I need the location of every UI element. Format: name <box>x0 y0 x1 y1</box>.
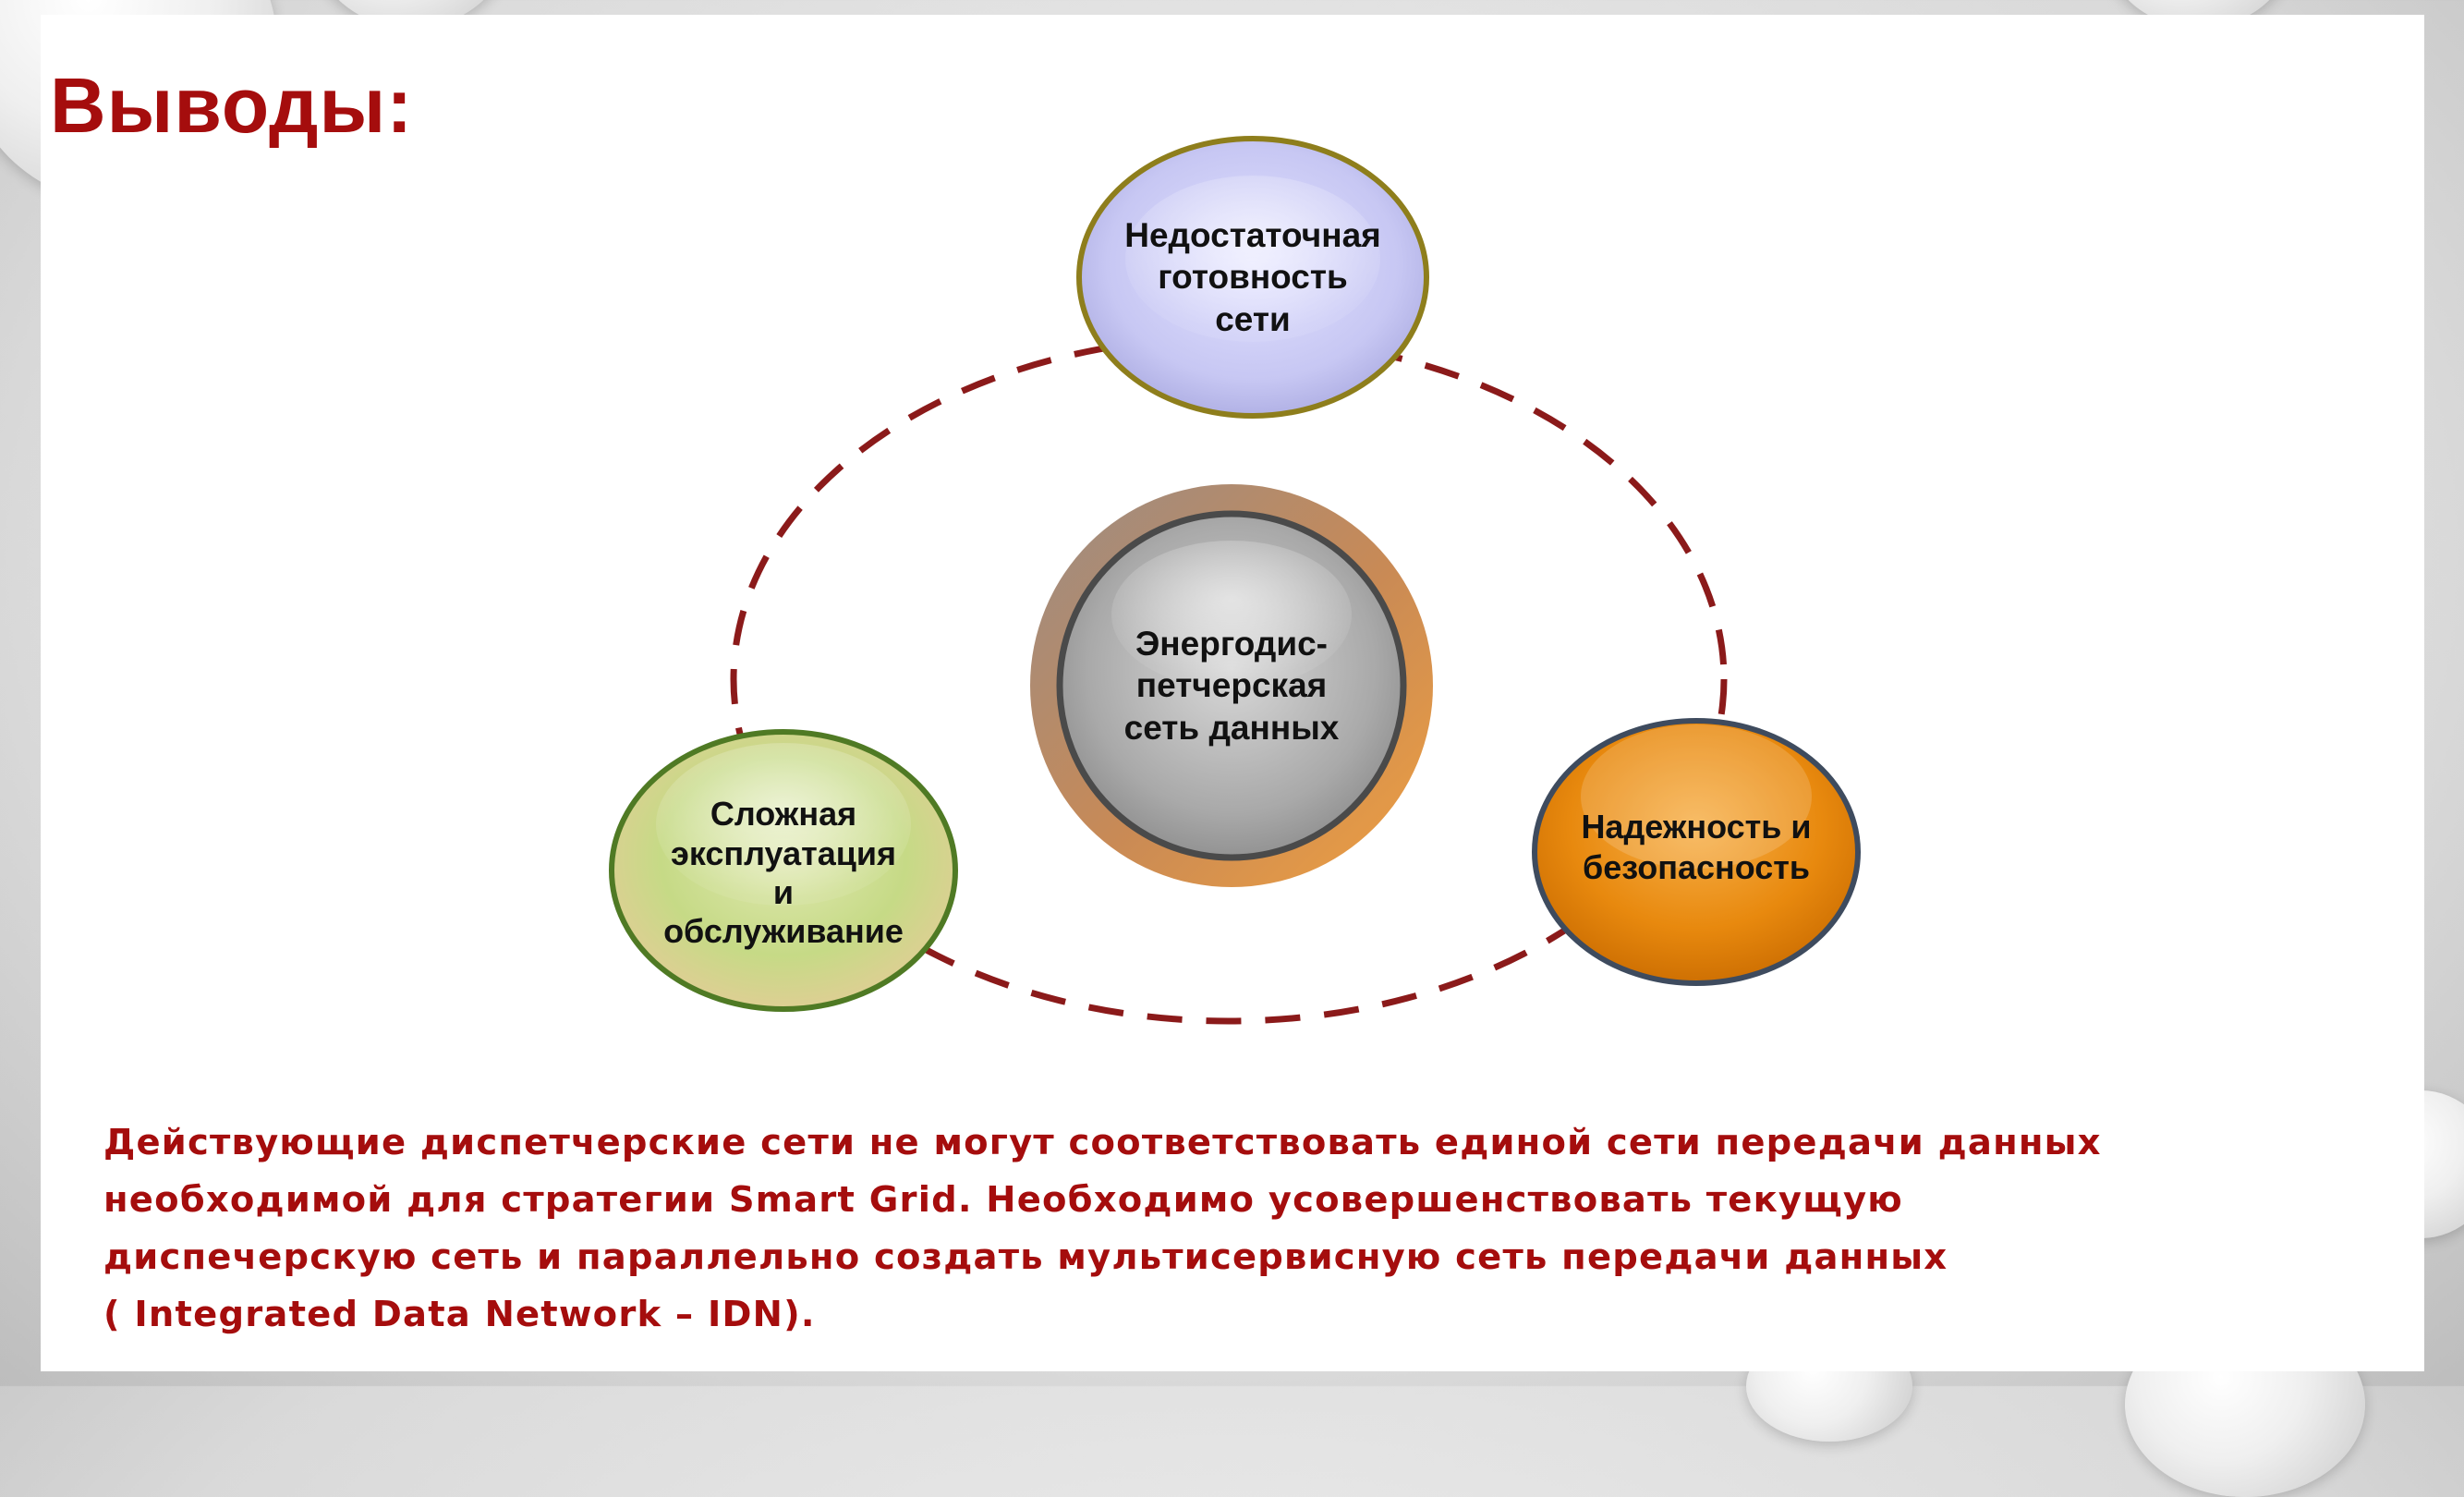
top-node-label: Недостаточная готовность сети <box>1124 216 1381 338</box>
left-node <box>609 729 958 1012</box>
conclusion-line: ( Integrated Data Network – IDN). <box>103 1294 816 1335</box>
dashed-cycle-ring <box>730 334 1728 1025</box>
conclusion-line: диспечерскую сеть и параллельно создать … <box>103 1236 1948 1278</box>
conclusion-line: Действующие диспетчерские сети не могут … <box>103 1122 2102 1163</box>
slide-title: Выводы: <box>50 62 414 149</box>
top-node <box>1076 136 1429 419</box>
cycle-diagram <box>609 136 1861 1025</box>
center-node <box>1030 484 1433 887</box>
conclusion-text: Действующие диспетчерские сети не могут … <box>103 1114 2367 1344</box>
left-node-label: Сложная эксплуатация и обслуживание <box>663 795 904 951</box>
conclusion-line: необходимой для стратегии Smart Grid. Не… <box>103 1179 1903 1221</box>
center-node-label: Энергодис- петчерская сеть данных <box>1123 625 1340 747</box>
right-node <box>1532 718 1861 986</box>
right-node-label: Надежность и безопасность <box>1581 808 1812 886</box>
